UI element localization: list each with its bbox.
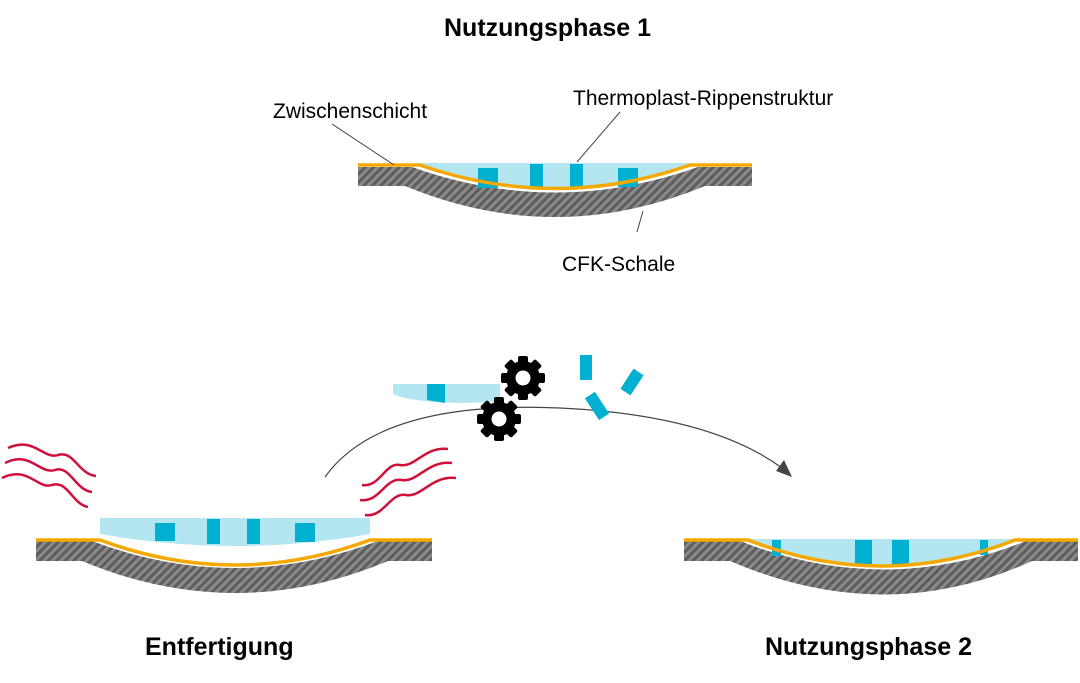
rib [892,540,909,565]
label-ribs: Thermoplast-Rippenstruktur [573,87,834,110]
rib [570,164,583,189]
rib [772,540,781,556]
title-phase2: Nutzungsphase 2 [765,633,972,661]
fragment [580,355,592,380]
arrow-icon [324,406,783,478]
interlayer [358,163,752,191]
leader-line [576,111,621,163]
interlayer [684,538,1078,568]
leader-line [331,123,395,166]
rib [207,519,220,544]
gear-icon [501,356,545,400]
phase1-assembly [331,111,752,233]
arrow-head [776,460,792,477]
heat-waves-icon [1,443,457,517]
gear-icon [477,397,521,441]
fragment [584,391,610,421]
label-shell: CFK-Schale [562,253,676,276]
fragment [620,368,644,396]
cfk-shell [36,541,432,593]
label-interlayer: Zwischenschicht [273,100,428,123]
leader-line [636,210,644,233]
rib [530,164,543,189]
rib [855,540,872,565]
rib [295,523,315,542]
interlayer [36,538,432,567]
cfk-shell [358,167,752,217]
rib [155,523,175,541]
removed-part [393,384,500,403]
title-phase1: Nutzungsphase 1 [444,14,651,42]
removed-rib [427,384,445,403]
rib [247,519,260,544]
process [324,355,792,478]
phase2-assembly [684,538,1078,595]
disassembly-assembly [1,443,457,593]
rib [980,540,988,555]
title-disassembly: Entfertigung [145,633,294,661]
cfk-shell [684,541,1078,595]
